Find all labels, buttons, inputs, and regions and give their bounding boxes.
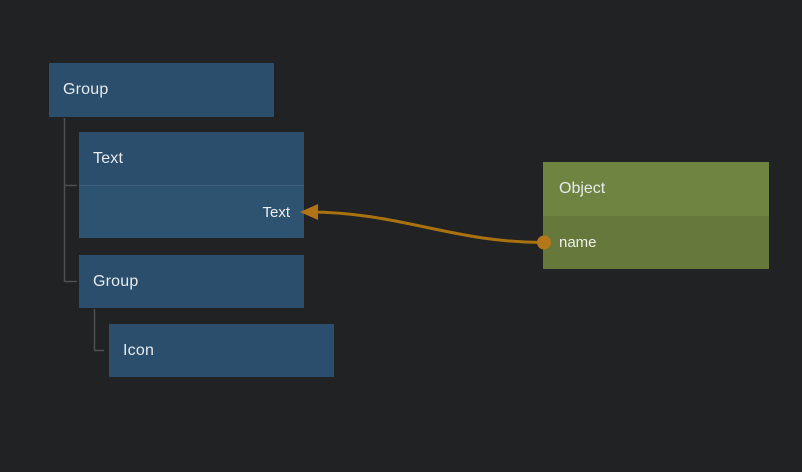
tree-connector-child <box>93 309 104 352</box>
node-object[interactable]: Object name <box>543 162 769 269</box>
node-icon[interactable]: Icon <box>109 324 334 377</box>
node-object-title: Object <box>543 162 769 216</box>
node-root-group[interactable]: Group <box>49 63 274 117</box>
node-text-input-port[interactable]: Text <box>79 185 304 238</box>
node-icon-label: Icon <box>123 341 155 359</box>
tree-connector-root <box>63 118 77 283</box>
node-text-label: Text <box>93 149 124 167</box>
node-text[interactable]: Text Text <box>79 132 304 238</box>
node-root-group-label: Group <box>63 81 109 98</box>
node-object-property-name-label: name <box>559 234 597 251</box>
binding-wire[interactable] <box>306 210 546 244</box>
node-child-group[interactable]: Group <box>79 255 304 308</box>
node-child-group-label: Group <box>93 272 139 290</box>
node-object-property-name[interactable]: name <box>543 216 769 269</box>
node-text-input-port-label: Text <box>262 203 290 221</box>
